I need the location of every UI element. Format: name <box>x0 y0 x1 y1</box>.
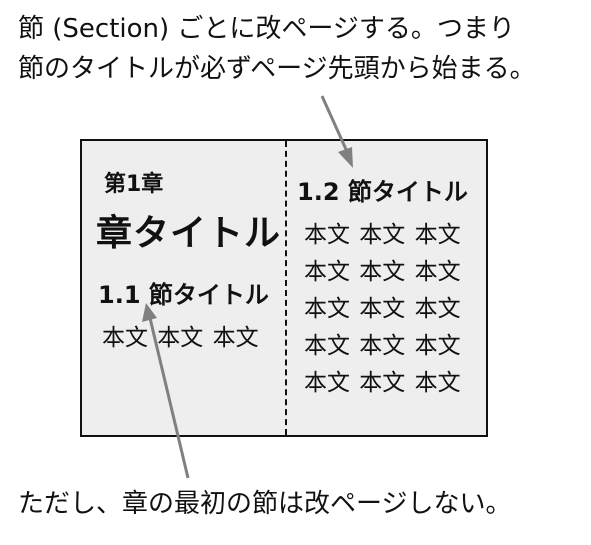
chapter-label: 第1章 <box>104 172 164 197</box>
page-break-divider <box>285 141 287 435</box>
body-line: 本文 本文 本文 <box>304 259 461 285</box>
section-1-1-body: 本文 本文 本文 <box>102 325 259 351</box>
body-line: 本文 本文 本文 <box>304 333 461 359</box>
top-caption-line-2: 節のタイトルが必ずページ先頭から始まる。 <box>18 54 536 84</box>
section-1-2-body: 本文 本文 本文 本文 本文 本文 本文 本文 本文 本文 本文 本文 本文 本… <box>304 217 461 402</box>
arrow-shaft <box>320 95 351 157</box>
section-1-1-title: 1.1 節タイトル <box>98 281 269 309</box>
chapter-title: 章タイトル <box>96 213 282 254</box>
arrow-head <box>338 147 353 168</box>
top-caption-line-1: 節 (Section) ごとに改ページする。つまり <box>18 14 515 44</box>
arrow-shaft <box>148 317 190 479</box>
arrow-head <box>142 303 157 322</box>
bottom-caption: ただし、章の最初の節は改ページしない。 <box>18 489 512 519</box>
arrow-to-section-1-2 <box>320 95 353 168</box>
body-line: 本文 本文 本文 <box>304 370 461 396</box>
body-line: 本文 本文 本文 <box>304 222 461 248</box>
section-1-2-title: 1.2 節タイトル <box>297 178 468 206</box>
arrow-to-section-1-1 <box>142 303 190 479</box>
body-line: 本文 本文 本文 <box>304 296 461 322</box>
top-caption: 節 (Section) ごとに改ページする。つまり 節のタイトルが必ずページ先頭… <box>18 10 536 90</box>
page-spread <box>80 139 488 437</box>
